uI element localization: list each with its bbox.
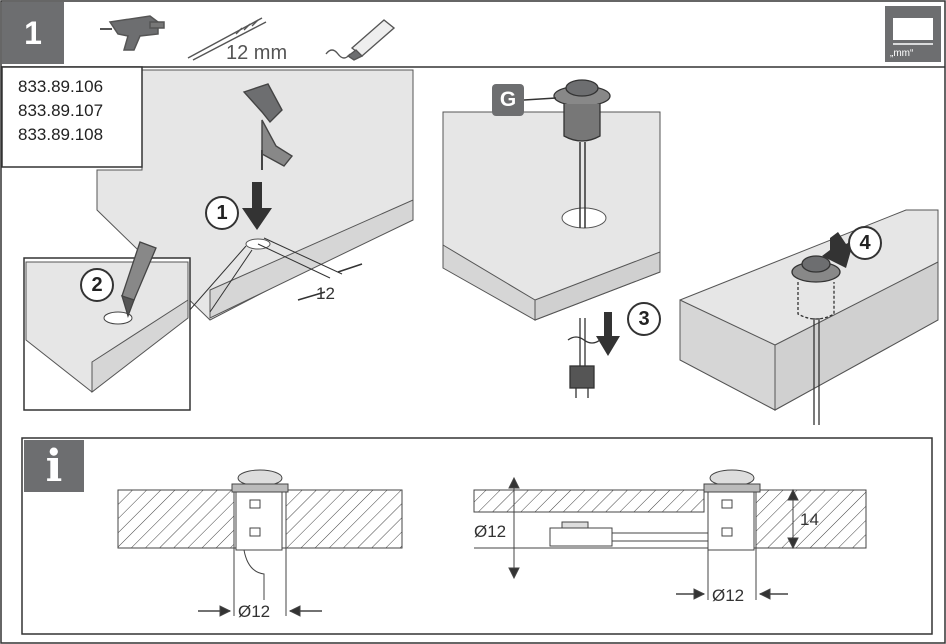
glue-tube-icon (325, 19, 396, 61)
step-marker-2: 2 (80, 268, 114, 302)
part-number: 833.89.107 (18, 101, 104, 120)
step-marker-3: 3 (627, 302, 661, 336)
drill-tool (242, 83, 294, 170)
part-number-list: 833.89.106 833.89.107 833.89.108 (18, 75, 103, 147)
part-number-box (1, 66, 143, 168)
cable-diameter: Ø12 (474, 522, 507, 541)
depth-dimension: 14 (800, 510, 819, 529)
drill-icon (100, 15, 165, 51)
drill-bit-size: 12 mm (226, 42, 288, 64)
hole-diameter-left: Ø12 (238, 602, 271, 621)
part-number: 833.89.108 (18, 125, 104, 144)
board-step4 (679, 209, 939, 411)
measurement-unit-icon (885, 6, 941, 62)
component-label-g: G (492, 84, 524, 116)
hole-diameter-right: Ø12 (712, 586, 745, 605)
arrow-down-step1 (242, 182, 272, 230)
step-marker-4: 4 (848, 226, 882, 260)
arrow-down-step3 (596, 312, 620, 356)
step-number: 1 (2, 2, 64, 64)
button-installed (791, 255, 841, 425)
drill-bit-icon (187, 17, 267, 61)
step-marker-1: 1 (205, 196, 239, 230)
arrow-down-step4 (822, 232, 854, 268)
cable-connector (567, 318, 601, 398)
glue-tube-tool (121, 241, 157, 319)
drill-offset-dimension: 12 (316, 284, 335, 303)
cross-section-right (473, 469, 867, 600)
button-component-g (553, 79, 611, 228)
board-step3 (442, 111, 661, 321)
info-icon: i (24, 440, 84, 492)
part-number: 833.89.106 (18, 77, 104, 96)
unit-label: „mm“ (890, 48, 914, 59)
cross-section-left (117, 469, 403, 617)
